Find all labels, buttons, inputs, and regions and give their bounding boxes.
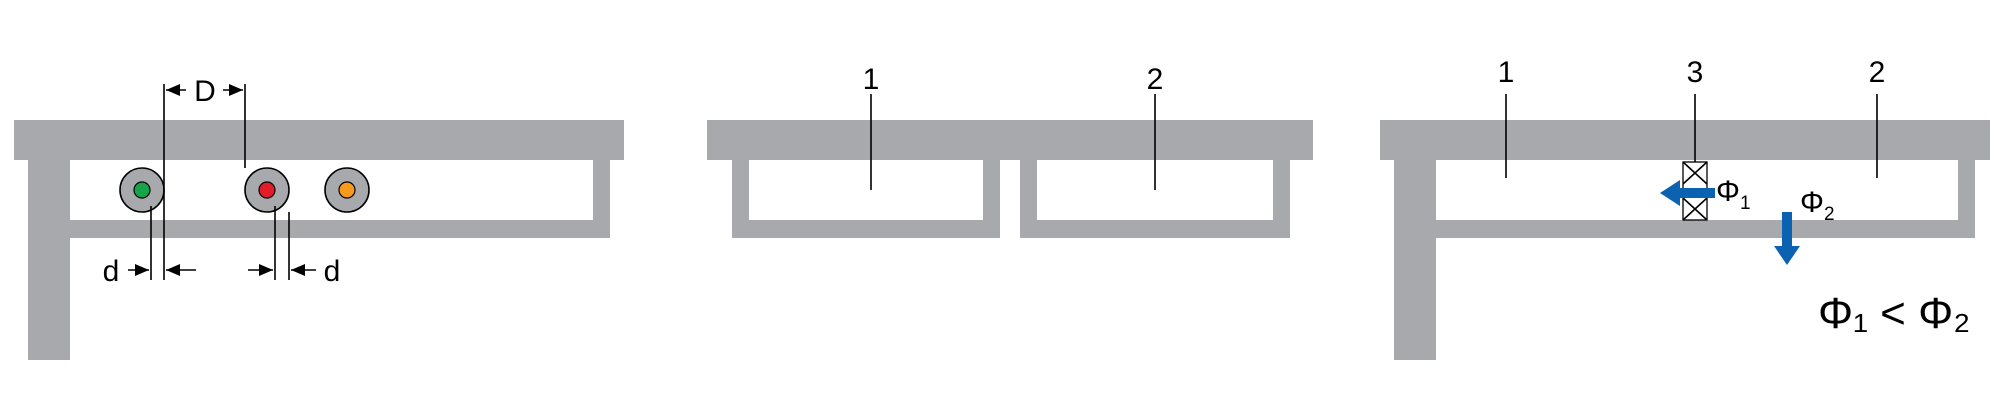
- label-D: D: [194, 75, 216, 108]
- tray-1-left-wall: [732, 160, 749, 238]
- cable-orange: [324, 167, 370, 213]
- flux-1-label: Φ1: [1716, 175, 1751, 214]
- panel-b-top-beam: [707, 120, 1313, 160]
- label-2: 2: [1869, 56, 1886, 89]
- panel-c-tray-right-wall: [1958, 160, 1975, 238]
- cable-red: [244, 167, 290, 213]
- cable-green: [119, 167, 165, 213]
- flux-1-arrow: [1660, 180, 1715, 206]
- label-2: 2: [1147, 63, 1164, 96]
- label-1: 1: [863, 63, 880, 96]
- label-3: 3: [1687, 56, 1704, 89]
- tray-1-bottom: [732, 220, 1000, 238]
- panel-b: 1 2: [707, 63, 1313, 238]
- panel-a: D d d: [14, 75, 624, 360]
- panel-a-vertical-post: [28, 160, 70, 360]
- flux-2-arrow: [1774, 212, 1800, 265]
- dimension-D: D: [163, 75, 246, 280]
- flux-2-label: Φ2: [1800, 186, 1835, 225]
- panel-c-vertical-post: [1394, 160, 1436, 360]
- panel-a-tray-right-wall: [593, 160, 610, 220]
- label-d-left: d: [103, 255, 120, 288]
- panel-c-top-beam: [1380, 120, 1990, 160]
- dimension-d-right: d: [248, 206, 340, 288]
- flux-relation: Φ₁ < Φ₂: [1818, 289, 1970, 338]
- panel-c: 1 3 2 Φ1 Φ2 Φ₁ < Φ₂: [1380, 56, 1990, 360]
- label-1: 1: [1498, 56, 1515, 89]
- tray-1-right-wall: [983, 160, 1000, 238]
- tray-2-left-wall: [1020, 160, 1037, 238]
- label-d-right: d: [324, 255, 341, 288]
- panel-a-top-beam: [14, 120, 624, 160]
- tray-2-right-wall: [1273, 160, 1290, 238]
- panel-a-tray-bottom: [70, 220, 610, 238]
- tray-2-bottom: [1020, 220, 1290, 238]
- dimension-d-left: d: [103, 206, 196, 288]
- panel-c-tray-bottom: [1436, 220, 1958, 238]
